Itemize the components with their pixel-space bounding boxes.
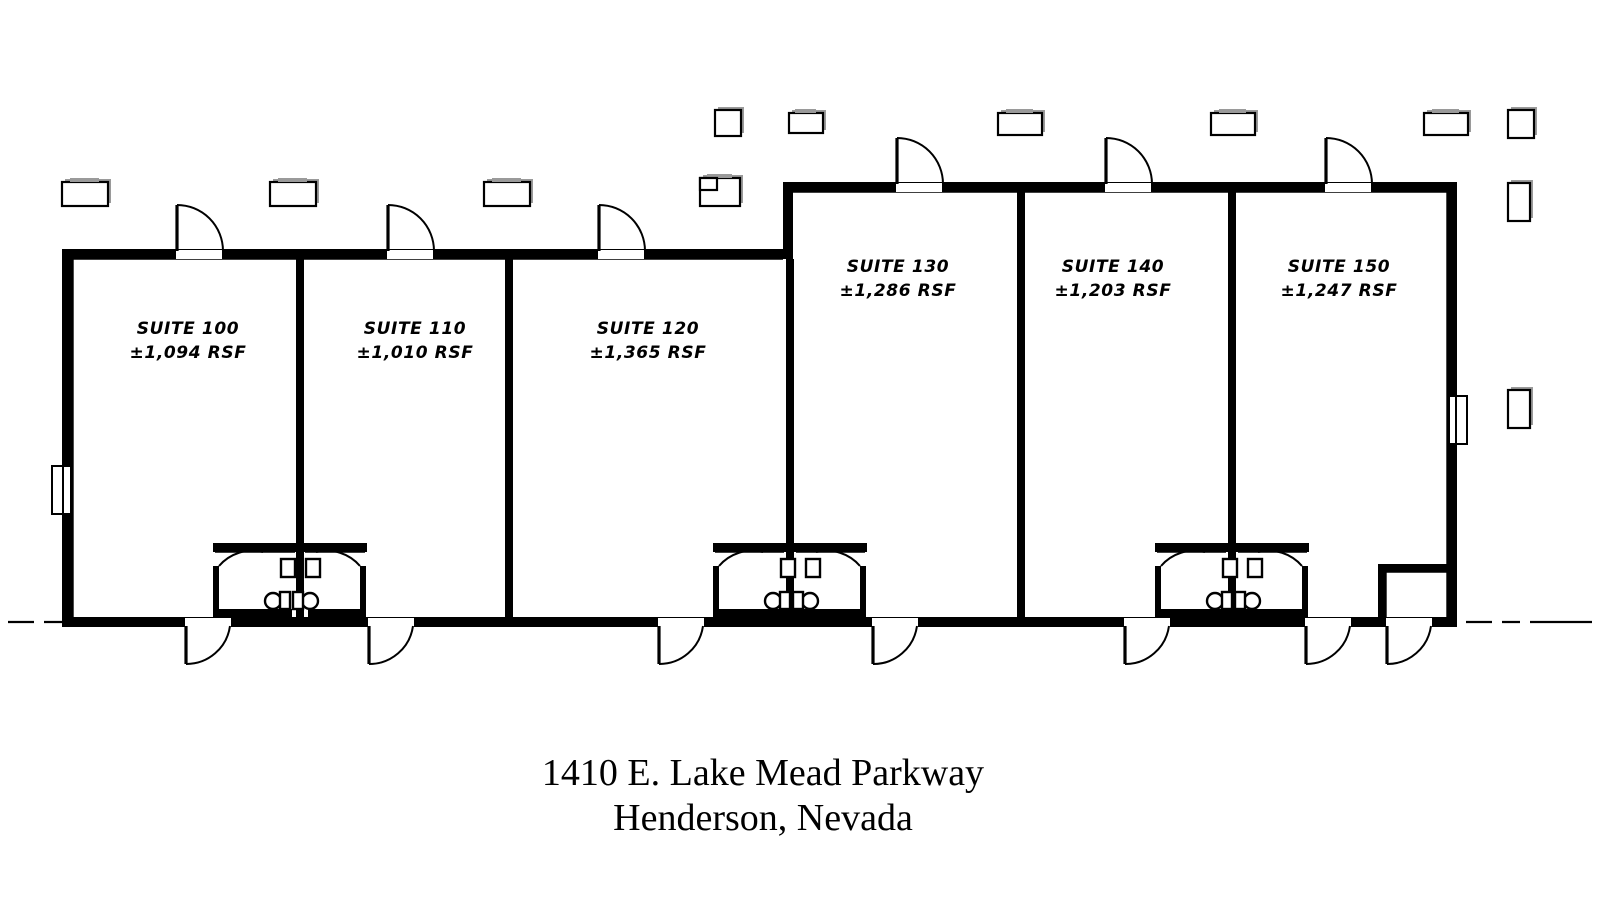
suite-120-area: ±1,365 RSF [590, 343, 707, 363]
rooftop-unit-3-icon [482, 178, 533, 208]
rooftop-unit-2-icon [268, 178, 319, 208]
title-block: 1410 E. Lake Mead Parkway Henderson, Nev… [542, 752, 984, 839]
storefront-mullions [139, 183, 1401, 258]
door-suite-130-north [895, 137, 944, 192]
suite-150-label-group: SUITE 150 ±1,247 RSF [1281, 257, 1398, 301]
door-suite-140-north [1104, 137, 1153, 192]
utility-closet-suite-150 [1378, 564, 1457, 620]
door-suite-150-south-right [1385, 618, 1432, 666]
rooftop-unit-8-icon [1209, 109, 1258, 137]
suite-110-area: ±1,010 RSF [357, 343, 474, 363]
rooftop-unit-5-icon [713, 107, 744, 138]
suite-100-name: SUITE 100 [137, 319, 239, 339]
rooftop-unit-9-icon [1422, 109, 1471, 137]
demising-walls [296, 192, 1236, 617]
door-suite-100-south [184, 618, 231, 666]
rooftop-unit-12-icon [1506, 387, 1533, 430]
door-suite-120-north [597, 204, 646, 259]
suite-130-name: SUITE 130 [847, 257, 949, 277]
suite-100-area: ±1,094 RSF [130, 343, 247, 363]
address-line-2: Henderson, Nevada [613, 797, 913, 839]
restroom-core-120-130 [713, 543, 867, 618]
door-suite-150-north [1324, 137, 1373, 192]
door-suite-120-south-left [657, 618, 704, 666]
suite-140-name: SUITE 140 [1062, 257, 1164, 277]
restroom-core-100-110 [213, 543, 367, 618]
north-entry-doors [175, 137, 1373, 259]
door-suite-100-north [175, 204, 224, 259]
rooftop-unit-11-icon [1506, 180, 1533, 223]
rooftop-unit-10-icon [1506, 107, 1537, 140]
suite-110-label-group: SUITE 110 ±1,010 RSF [357, 319, 474, 363]
suite-150-name: SUITE 150 [1288, 257, 1390, 277]
rooftop-unit-7-icon [996, 109, 1045, 137]
suite-130-area: ±1,286 RSF [840, 281, 957, 301]
suite-120-label-group: SUITE 120 ±1,365 RSF [590, 319, 707, 363]
address-line-1: 1410 E. Lake Mead Parkway [542, 752, 984, 794]
rooftop-equipment-layer [60, 107, 1537, 430]
door-suite-140-south [1123, 618, 1170, 666]
rooftop-unit-1-icon [60, 178, 111, 208]
door-suite-110-south [367, 618, 414, 666]
suite-120-name: SUITE 120 [597, 319, 699, 339]
door-suite-150-south-left [1304, 618, 1351, 666]
rooftop-unit-4-icon [698, 174, 743, 208]
door-suite-120-south-right [871, 618, 918, 666]
suite-130-label-group: SUITE 130 ±1,286 RSF [840, 257, 957, 301]
suite-150-area: ±1,247 RSF [1281, 281, 1398, 301]
south-exit-doors [184, 618, 1432, 666]
suite-140-area: ±1,203 RSF [1055, 281, 1172, 301]
rooftop-unit-6-icon [787, 109, 826, 135]
suite-140-label-group: SUITE 140 ±1,203 RSF [1055, 257, 1172, 301]
door-suite-110-north [386, 204, 435, 259]
suite-100-label-group: SUITE 100 ±1,094 RSF [130, 319, 247, 363]
restroom-core-140-150 [1155, 543, 1309, 618]
suite-110-name: SUITE 110 [364, 319, 466, 339]
